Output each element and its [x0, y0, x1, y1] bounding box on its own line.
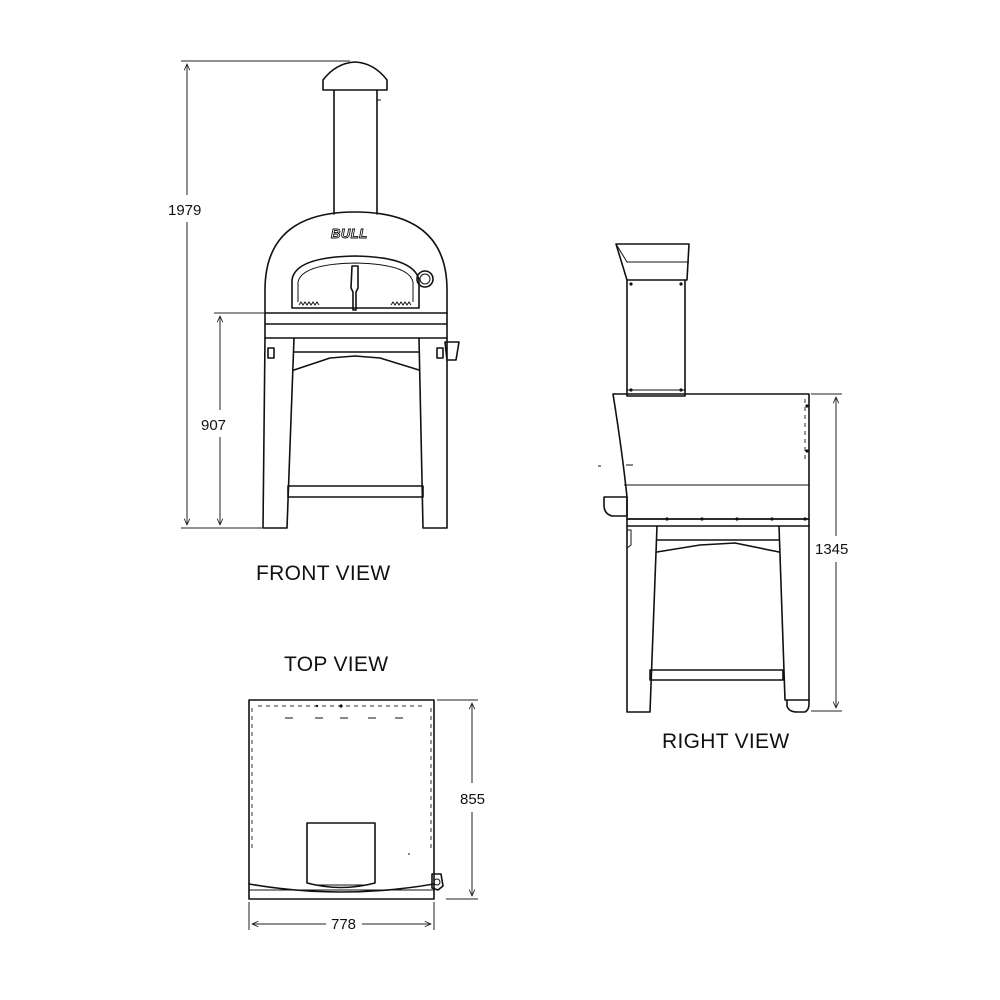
side-upper-brace [656, 539, 780, 553]
stand-left-leg [262, 337, 295, 529]
side-chimney-pipe [626, 279, 686, 397]
side-chimney-hood [615, 243, 690, 281]
right-view-drawing [598, 243, 810, 713]
dimension-1345-label: 1345 [815, 541, 848, 558]
dimension-side-height: 1345 [811, 393, 848, 712]
front-view-title: FRONT VIEW [256, 562, 390, 585]
side-counter [626, 518, 810, 527]
top-chimney-outline [306, 822, 376, 889]
top-view-drawing [248, 699, 444, 900]
door-handle [350, 265, 359, 311]
stand-right-leg [418, 337, 448, 529]
burner-marks [298, 301, 412, 306]
top-front-edge [248, 883, 435, 893]
dimension-depth: 855 [437, 699, 485, 900]
brand-logo: BULL [331, 226, 368, 241]
oven-base [264, 312, 448, 339]
top-view-title: TOP VIEW [284, 653, 388, 676]
side-rear-leg [778, 525, 810, 701]
chimney-pipe [333, 89, 378, 215]
stand-upper-brace [293, 351, 420, 371]
front-view-drawing: BULL [262, 61, 460, 529]
dimension-855-label: 855 [460, 791, 485, 808]
top-outline [248, 699, 435, 900]
dimension-width: 778 [248, 902, 435, 933]
side-front-leg [626, 525, 658, 713]
stand-lower-brace [287, 485, 424, 498]
dimension-total-height: 1979 [168, 60, 350, 529]
side-lower-brace [649, 669, 784, 681]
right-view-title: RIGHT VIEW [662, 730, 789, 753]
top-side-knob [431, 873, 444, 891]
dimension-778-label: 778 [331, 916, 356, 933]
dimension-1979-label: 1979 [168, 202, 201, 219]
side-front-handle [603, 496, 628, 517]
chimney-cap [322, 61, 388, 91]
dimension-stand-height: 907 [201, 312, 264, 525]
thermometer-gauge [416, 270, 434, 288]
oven-door [291, 255, 420, 309]
dimension-907-label: 907 [201, 417, 226, 434]
oven-dome [264, 211, 448, 314]
side-oven-body [612, 393, 810, 520]
side-wheel [786, 699, 810, 713]
